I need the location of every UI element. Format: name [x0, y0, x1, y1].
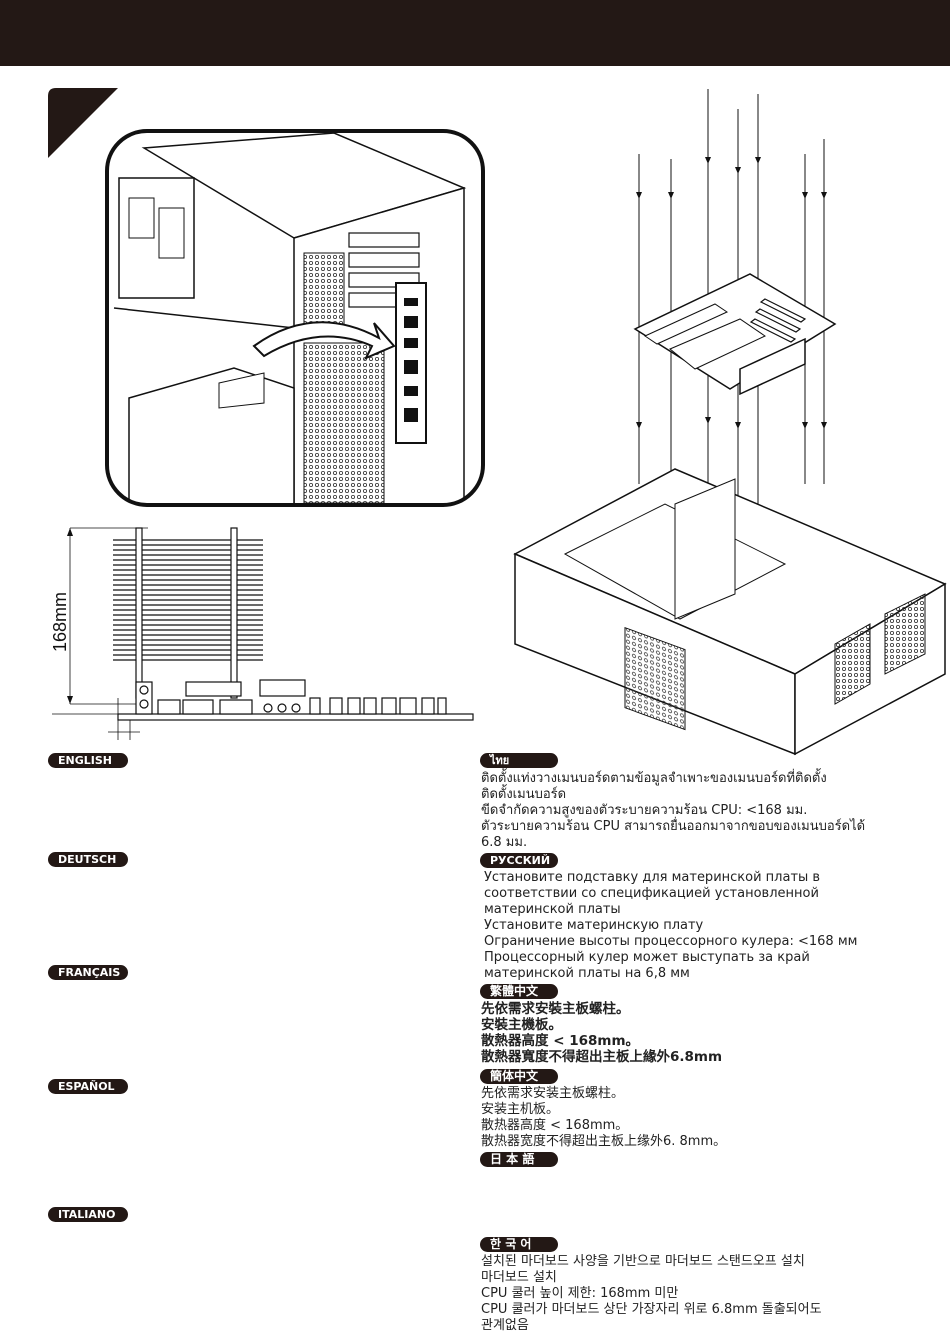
text-line: Процессорный кулер может выступать за кр…: [484, 950, 810, 965]
section-label-thai: ไทย: [480, 753, 558, 768]
text-line: ขีดจำกัดความสูงของตัวระบายความร้อน CPU: …: [481, 803, 808, 818]
dimension-label: 168mm: [50, 592, 70, 652]
step-corner-badge: [48, 88, 118, 158]
text-line: ติดตั้งแท่งวางเมนบอร์ดตามข้อมูลจำเพาะของ…: [481, 771, 827, 786]
text-line: ตัวระบายความร้อน CPU สามารถยื่นออกมาจากข…: [481, 819, 866, 834]
section-label-japanese: 日 本 語: [480, 1152, 558, 1167]
text-line: материнской платы на 6,8 мм: [484, 966, 690, 981]
text-line: 先依需求安裝主板螺柱。: [481, 1001, 630, 1017]
section-label-deutsch: DEUTSCH: [48, 852, 128, 867]
text-line: 관계없음: [481, 1318, 529, 1333]
text-line: Ограничение высоты процессорного кулера:…: [484, 934, 858, 949]
text-line: 先依需求安装主板螺柱。: [481, 1086, 625, 1101]
section-label-zh-tw: 繁體中文: [480, 984, 558, 999]
section-label-francais: FRANÇAIS: [48, 965, 128, 980]
section-label-russian: РУССКИЙ: [480, 853, 558, 868]
text-line: 마더보드 설치: [481, 1270, 557, 1285]
text-line: CPU 쿨러가 마더보드 상단 가장자리 위로 6.8mm 돌출되어도: [481, 1302, 822, 1317]
text-line: 安裝主機板。: [481, 1017, 562, 1033]
section-text-zh-tw: 先依需求安裝主板螺柱。 安裝主機板。 散熱器高度 < 168mm。 散熱器寬度不…: [481, 1001, 926, 1065]
text-line: 설치된 마더보드 사양을 기반으로 마더보드 스탠드오프 설치: [481, 1254, 805, 1269]
section-text-thai: ติดตั้งแท่งวางเมนบอร์ดตามข้อมูลจำเพาะของ…: [481, 771, 926, 851]
motherboard-install-exploded-view: [513, 89, 947, 756]
text-line: Установите подставку для материнской пла…: [484, 870, 821, 885]
io-shield-install-illustration: [105, 129, 485, 507]
section-label-espanol: ESPAÑOL: [48, 1079, 128, 1094]
text-line: соответствии со спецификацией установлен…: [484, 886, 819, 901]
text-line: 散热器宽度不得超出主板上缘外6. 8mm。: [481, 1134, 727, 1149]
text-line: 6.8 มม.: [481, 835, 528, 850]
header-bar: [0, 0, 950, 66]
text-line: CPU 쿨러 높이 제한: 168mm 미만: [481, 1286, 679, 1301]
section-text-zh-cn: 先依需求安装主板螺柱。 安装主机板。 散热器高度 < 168mm。 散热器宽度不…: [481, 1086, 926, 1150]
section-label-korean: 한 국 어: [480, 1237, 558, 1252]
cooler-height-diagram: 168mm: [50, 527, 474, 740]
text-line: 散熱器高度 < 168mm。: [481, 1033, 640, 1049]
section-text-russian: Установите подставку для материнской пла…: [481, 870, 929, 982]
text-line: ติดตั้งเมนบอร์ด: [481, 787, 567, 802]
text-line: 安装主机板。: [481, 1102, 560, 1117]
section-text-korean: 설치된 마더보드 사양을 기반으로 마더보드 스탠드오프 설치 마더보드 설치 …: [481, 1254, 926, 1334]
section-label-english: ENGLISH: [48, 753, 128, 768]
text-line: Установите материнскую плату: [484, 918, 704, 933]
text-line: материнской платы: [484, 902, 621, 917]
section-label-zh-cn: 簡体中文: [480, 1069, 558, 1084]
section-label-italiano: ITALIANO: [48, 1207, 128, 1222]
text-line: 散熱器寬度不得超出主板上緣外6.8mm: [481, 1049, 723, 1065]
text-line: 散热器高度 < 168mm。: [481, 1118, 629, 1133]
